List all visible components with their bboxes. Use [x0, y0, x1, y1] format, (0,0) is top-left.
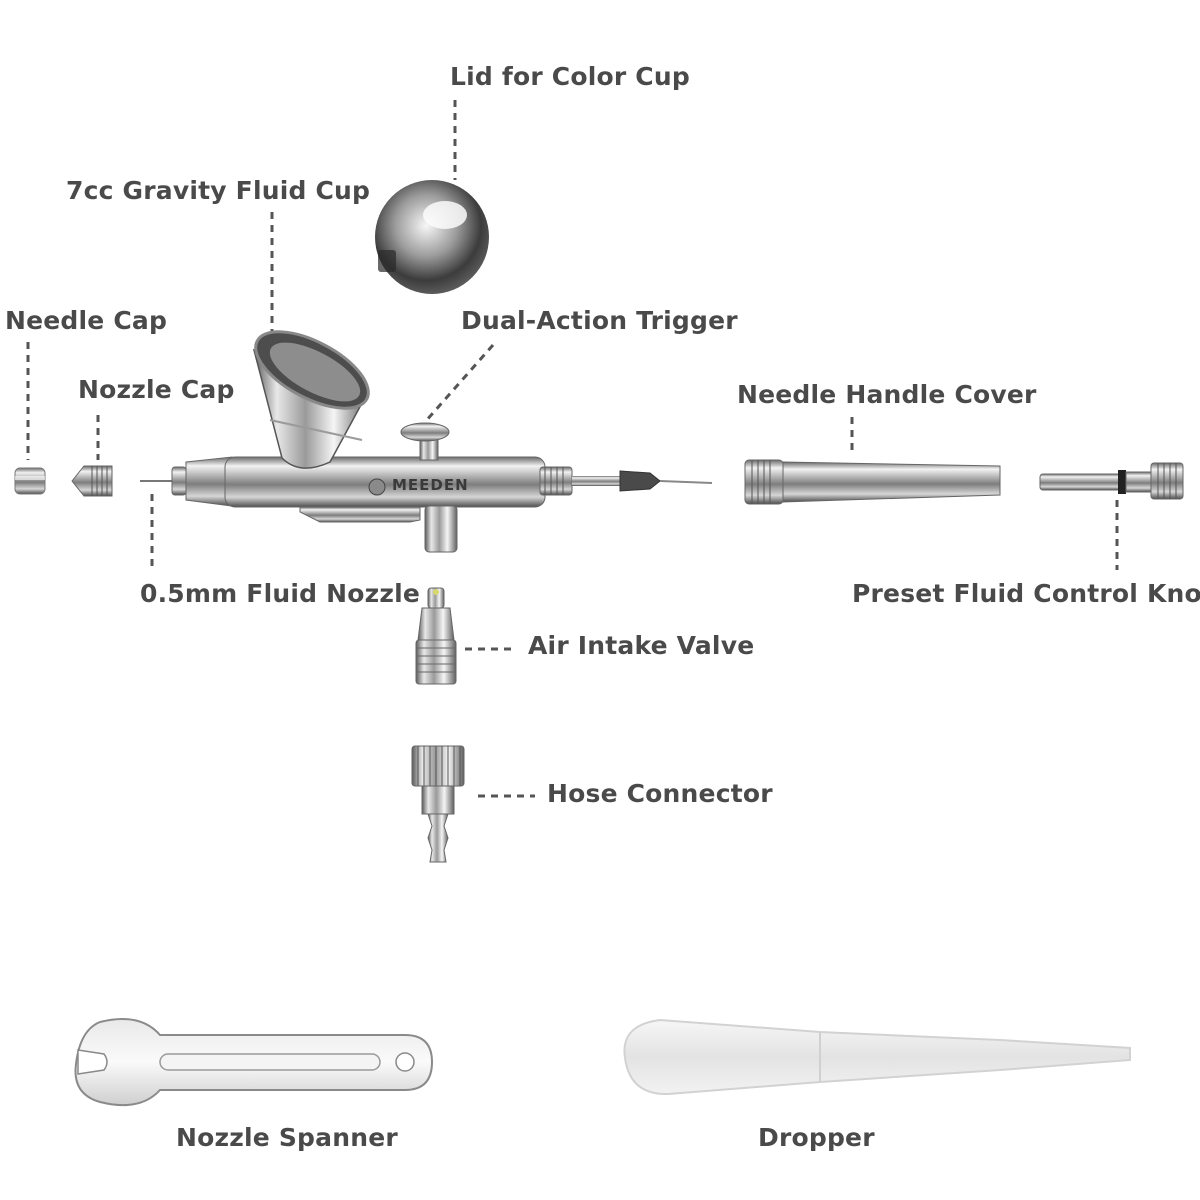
gravity-fluid-cup: [252, 330, 370, 469]
label-needle-handle-cover: Needle Handle Cover: [737, 380, 1037, 409]
label-preset-fluid-control-knob: Preset Fluid Control Knob: [852, 579, 1200, 608]
label-nozzle-cap: Nozzle Cap: [78, 375, 235, 404]
label-nozzle-spanner: Nozzle Spanner: [176, 1123, 398, 1152]
label-dual-action-trigger: Dual-Action Trigger: [461, 306, 738, 335]
leader-lines: [26, 100, 1119, 798]
preset-fluid-control-knob: [1039, 462, 1184, 500]
label-air-intake-valve: Air Intake Valve: [528, 631, 755, 660]
label-needle-cap: Needle Cap: [5, 306, 168, 335]
lid-for-color-cup: [375, 180, 489, 294]
dropper: [623, 1018, 1131, 1096]
label-gravity-fluid-cup: 7cc Gravity Fluid Cup: [66, 176, 371, 205]
label-lid-for-color-cup: Lid for Color Cup: [450, 62, 690, 91]
leader-trigger: [423, 344, 495, 423]
nozzle-spanner: [74, 1018, 434, 1107]
nozzle-cap: [71, 465, 113, 497]
air-intake-valve: [415, 587, 457, 685]
needle-handle-cover: [744, 459, 1001, 505]
hose-connector: [411, 745, 465, 863]
label-fluid-nozzle: 0.5mm Fluid Nozzle: [140, 579, 421, 608]
brand-engraving: MEEDEN: [392, 476, 469, 494]
label-hose-connector: Hose Connector: [547, 779, 773, 808]
label-dropper: Dropper: [758, 1123, 875, 1152]
needle-cap: [14, 467, 46, 495]
airbrush-body: [140, 422, 713, 553]
